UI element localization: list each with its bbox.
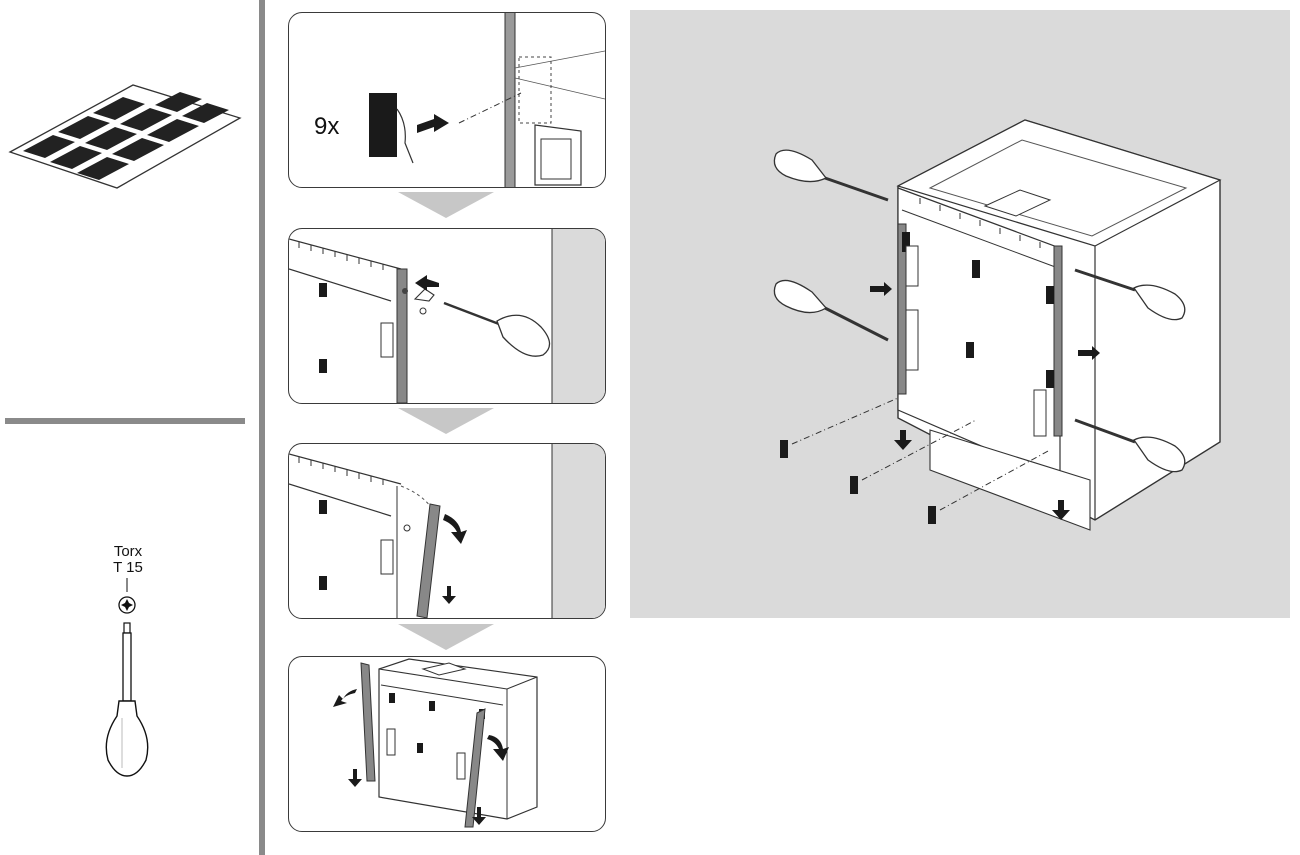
quantity-label: 9x (314, 113, 340, 140)
remove-side-strip-icon (289, 444, 605, 618)
adhesive-pad-icon (369, 13, 605, 187)
dishwasher-assembly-overview-icon (773, 119, 1222, 531)
torx-screwdriver-icon (100, 578, 160, 778)
adhesive-pads-sheet-icon (5, 80, 245, 195)
tool-name: Torx (113, 543, 143, 560)
step-down-arrow-icon (398, 624, 494, 650)
tool-size: T 15 (113, 559, 143, 576)
step3-panel (288, 443, 606, 619)
step2-panel (288, 228, 606, 404)
sidebar-divider (5, 418, 245, 424)
torx-label: Torx T 15 (98, 544, 158, 576)
step1-panel: 9x (288, 12, 606, 188)
vertical-divider (259, 0, 265, 855)
remove-both-strips-icon (333, 658, 538, 828)
step4-panel (288, 656, 606, 832)
step-down-arrow-icon (398, 192, 494, 218)
step-down-arrow-icon (398, 408, 494, 434)
screwdriver-unscrew-icon (289, 229, 605, 403)
assembly-overview-panel (630, 10, 1290, 618)
